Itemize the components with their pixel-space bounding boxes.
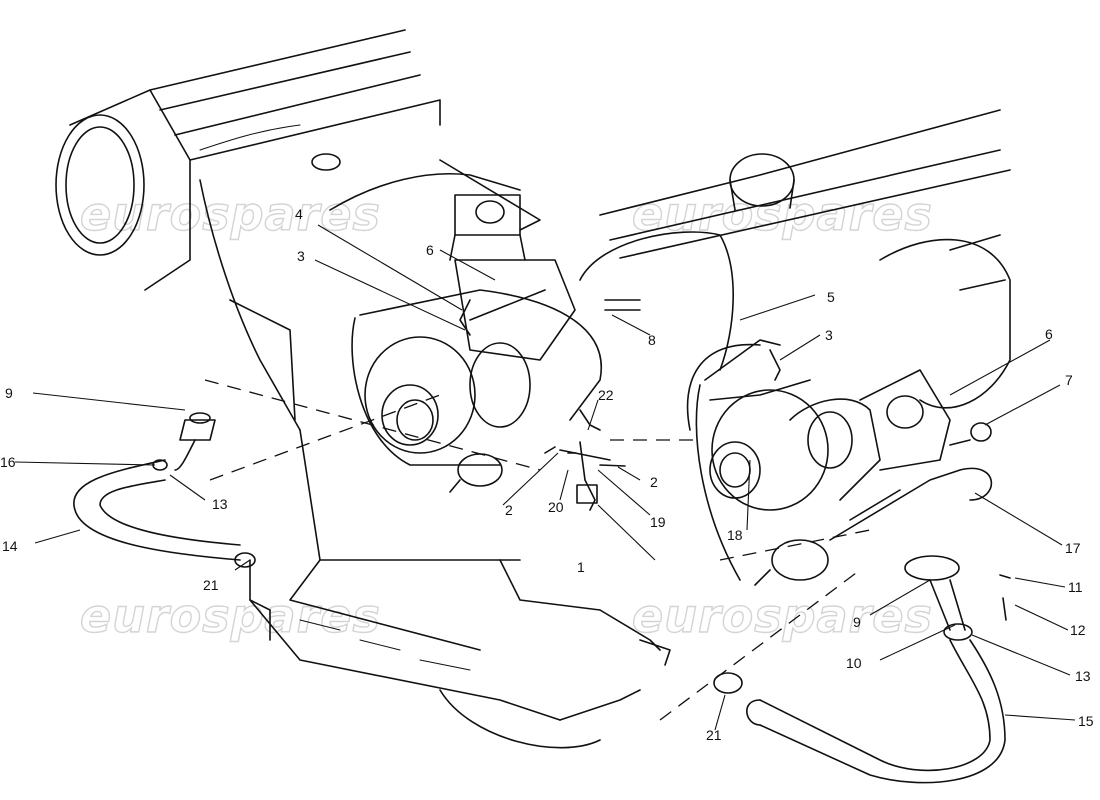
callout-2-left: 2 <box>505 502 513 518</box>
callout-20: 20 <box>548 499 564 515</box>
callout-2-right: 2 <box>650 474 658 490</box>
left-wastegate-actuator <box>457 453 503 487</box>
callout-17: 17 <box>1065 540 1081 556</box>
callout-11: 11 <box>1068 579 1083 595</box>
right-exhaust-flange <box>886 395 924 429</box>
callout-7: 7 <box>1065 372 1073 388</box>
watermark-top-left: eurospares <box>80 187 381 241</box>
watermark-bottom-right: eurospares <box>632 589 933 643</box>
callout-3-right: 3 <box>825 327 833 343</box>
callout-16: 16 <box>0 454 16 470</box>
callout-9-left: 9 <box>5 385 13 401</box>
callout-3-left: 3 <box>297 248 305 264</box>
watermarks: eurospares eurospares eurospares eurospa… <box>79 186 933 643</box>
callout-9-right: 9 <box>853 614 861 630</box>
callout-10: 10 <box>846 655 862 671</box>
callout-19: 19 <box>650 514 666 530</box>
callout-13-right: 13 <box>1075 668 1091 684</box>
callout-4: 4 <box>295 206 303 222</box>
engine-block-drawing <box>55 29 1011 749</box>
callout-21-right: 21 <box>706 727 722 743</box>
left-turbocharger <box>351 194 603 493</box>
callout-15: 15 <box>1078 713 1094 729</box>
callout-21-left: 21 <box>203 577 219 593</box>
callout-1: 1 <box>577 559 585 575</box>
leader-lines <box>14 224 1076 731</box>
callout-12: 12 <box>1070 622 1086 638</box>
callout-13-left: 13 <box>212 496 228 512</box>
callout-6-left: 6 <box>426 242 434 258</box>
callout-labels: 1 2 2 3 3 4 5 6 6 7 8 9 9 10 11 12 13 13… <box>0 206 1094 743</box>
right-turbocharger <box>695 339 993 586</box>
bell-housing-opening <box>55 114 145 256</box>
callout-5: 5 <box>827 289 835 305</box>
right-wastegate-actuator <box>771 539 829 581</box>
callout-14: 14 <box>2 538 18 554</box>
oil-lines <box>73 299 1011 784</box>
callout-22: 22 <box>598 387 614 403</box>
callout-18: 18 <box>727 527 743 543</box>
callout-8: 8 <box>648 332 656 348</box>
watermark-bottom-left: eurospares <box>80 589 381 643</box>
callout-6-right: 6 <box>1045 326 1053 342</box>
